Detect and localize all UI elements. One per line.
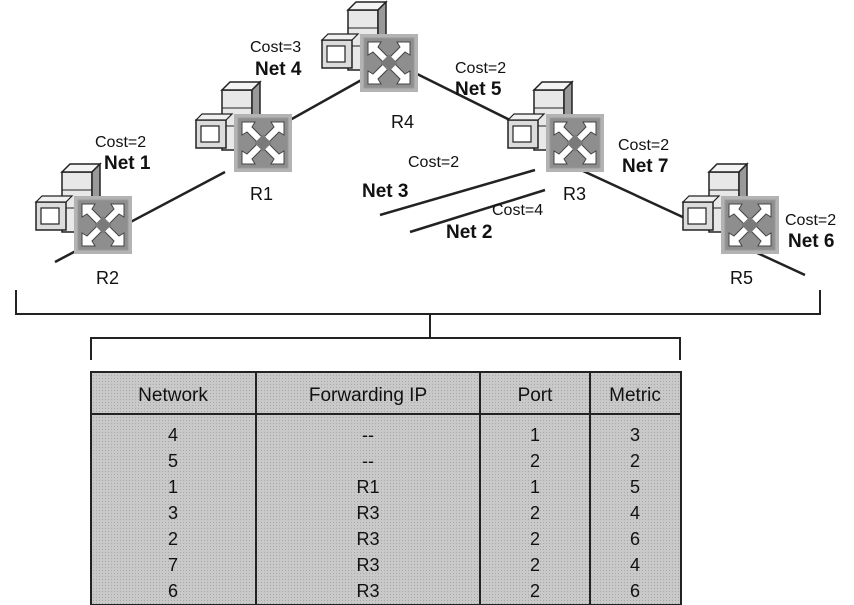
table-cell: 2: [530, 529, 540, 549]
table-cell: 6: [630, 529, 640, 549]
table-cell: 7: [168, 555, 178, 575]
router-label-r1: R1: [250, 184, 273, 204]
header-metric: Metric: [609, 385, 661, 406]
header-forwarding-ip: Forwarding IP: [309, 385, 427, 406]
table-cell: 5: [168, 451, 178, 471]
label-net1: Net 1: [104, 153, 151, 174]
table-cell: 1: [530, 477, 540, 497]
label-net5: Net 5: [455, 79, 502, 100]
table-cell: 1: [530, 425, 540, 445]
cost-net5: Cost=2: [455, 60, 506, 77]
table-cell: 2: [168, 529, 178, 549]
table-cell: R1: [356, 477, 379, 497]
router-icon-r1: [195, 81, 293, 173]
cost-net1: Cost=2: [95, 134, 146, 151]
label-net4: Net 4: [255, 59, 302, 80]
table-cell: 3: [630, 425, 640, 445]
table-cell: 2: [530, 581, 540, 601]
cost-net7: Cost=2: [618, 137, 669, 154]
table-cell: R3: [356, 503, 379, 523]
router-icon-r2: [35, 163, 133, 255]
lower-bracket: [90, 337, 681, 360]
router-icon-r5: [682, 163, 780, 255]
header-network: Network: [138, 385, 208, 406]
net3-line: [379, 168, 536, 217]
net2-line: [409, 188, 546, 234]
table-cell: 4: [630, 555, 640, 575]
label-net6: Net 6: [788, 231, 834, 252]
table-cell: R3: [356, 529, 379, 549]
table-cell: 2: [530, 451, 540, 471]
cost-net2: Cost=4: [492, 202, 543, 219]
table-cell: 2: [630, 451, 640, 471]
cost-net6: Cost=2: [785, 212, 836, 229]
table-cell: 4: [630, 503, 640, 523]
table-cell: R3: [356, 581, 379, 601]
router-label-r4: R4: [391, 112, 414, 132]
label-net2: Net 2: [446, 222, 492, 243]
table-cell: 3: [168, 503, 178, 523]
router-icon-r4: [321, 1, 419, 93]
table-cell: 2: [530, 503, 540, 523]
router-label-r2: R2: [96, 268, 119, 288]
table-cell: --: [362, 425, 374, 445]
table-cell: R3: [356, 555, 379, 575]
cost-net4: Cost=3: [250, 39, 301, 56]
upper-bracket: [15, 290, 821, 315]
table-cell: 6: [630, 581, 640, 601]
router-label-r5: R5: [730, 268, 753, 288]
net5-line: [404, 66, 521, 127]
table-cell: 2: [530, 555, 540, 575]
table-cell: 5: [630, 477, 640, 497]
table-cell: 1: [168, 477, 178, 497]
router-icon-r3: [507, 81, 605, 173]
table-cell: 6: [168, 581, 178, 601]
routing-table: Network Forwarding IP Port Metric 4 -- 1 3 5…: [90, 371, 682, 605]
label-net3: Net 3: [362, 181, 408, 202]
router-label-r3: R3: [563, 184, 586, 204]
table-cell: 4: [168, 425, 178, 445]
label-net7: Net 7: [622, 156, 668, 177]
table-cell: --: [362, 451, 374, 471]
cost-net3: Cost=2: [408, 154, 459, 171]
table-background: [90, 371, 682, 605]
header-port: Port: [518, 385, 554, 406]
